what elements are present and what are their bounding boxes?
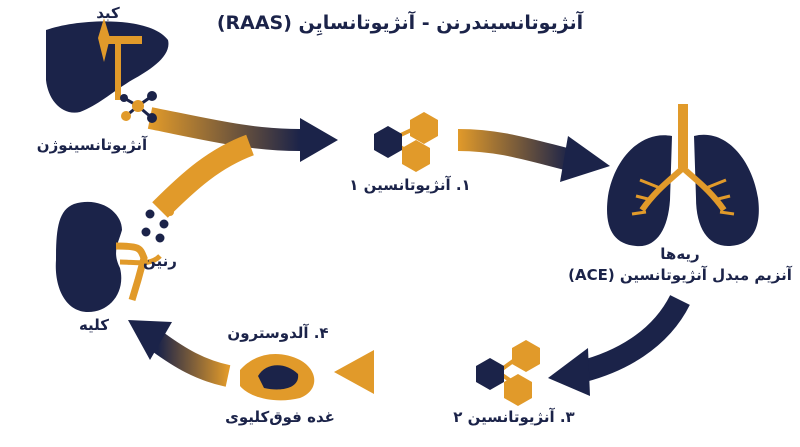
arrow-adrenal-to-kidney bbox=[151, 333, 231, 387]
renin-molecule-icon bbox=[141, 208, 174, 243]
label-renin: رنین bbox=[143, 252, 177, 270]
label-angiotensinogen: آنژیوتانسینوژن bbox=[36, 136, 148, 154]
label-lungs: ریه‌ها bbox=[660, 245, 700, 263]
arrowhead-to-kidney bbox=[128, 320, 172, 360]
arrow-liver-to-angiotensin1 bbox=[147, 107, 301, 151]
arrowhead-to-angiotensin2 bbox=[548, 348, 590, 396]
arrowhead-to-lungs bbox=[560, 136, 610, 182]
label-kidney: کلیه bbox=[78, 316, 110, 334]
angiotensin2-molecule-icon bbox=[476, 340, 540, 406]
lungs-icon bbox=[607, 104, 759, 247]
page-title: آنژیوتانسیندرنن - آنژیوتانسایِن (RAAS) bbox=[216, 12, 584, 34]
arrow-kidney-to-merge bbox=[152, 134, 255, 218]
adrenal-gland-icon bbox=[240, 354, 315, 401]
label-aldosterone: ۴. آلدوسترون bbox=[227, 324, 329, 342]
label-ace: آنزیم مبدل آنژیوتانسین (ACE) bbox=[568, 266, 792, 284]
angiotensin1-molecule-icon bbox=[374, 112, 438, 172]
arrowhead-to-angiotensin1 bbox=[300, 118, 338, 162]
label-angiotensin2: ۳. آنژیوتانسین ۲ bbox=[453, 408, 575, 426]
label-liver: کبد bbox=[96, 4, 120, 22]
liver-icon bbox=[46, 18, 169, 113]
label-angiotensin1: ۱. آنژیوتانسین ۱ bbox=[349, 176, 471, 194]
arrow-lungs-to-angiotensin2 bbox=[577, 294, 690, 383]
label-adrenal-gland: غده فوق‌کلیوی bbox=[225, 408, 335, 426]
arrowhead-to-adrenal bbox=[334, 350, 374, 394]
arrow-angiotensin1-to-lungs bbox=[457, 129, 573, 171]
angiotensinogen-molecule-icon bbox=[120, 91, 157, 123]
kidney-icon bbox=[55, 201, 162, 312]
